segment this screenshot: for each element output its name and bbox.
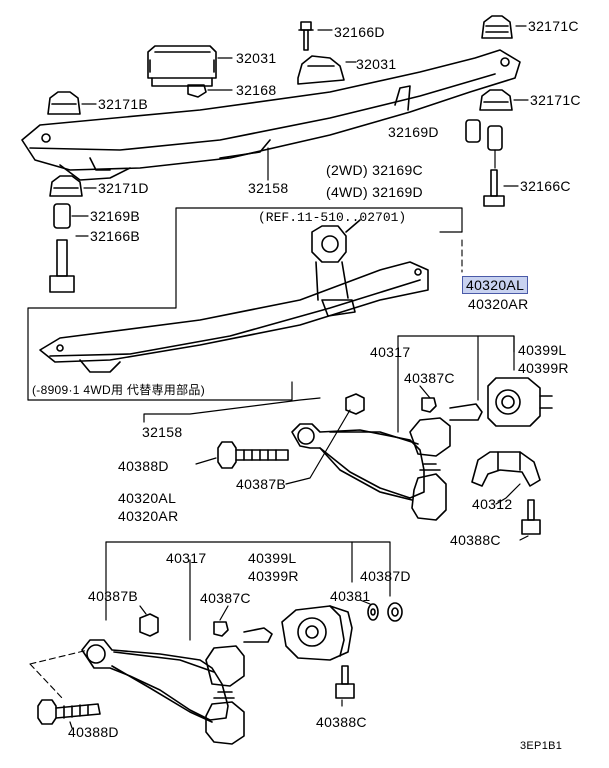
- part-40317-middle[interactable]: 40317: [370, 344, 411, 360]
- mount-32031-right: [297, 55, 345, 85]
- part-40388D-middle[interactable]: 40388D: [118, 458, 169, 474]
- part-32169B[interactable]: 32169B: [90, 208, 141, 224]
- part-40388D-bottom[interactable]: 40388D: [68, 724, 119, 740]
- part-32031-left[interactable]: 32031: [236, 50, 277, 66]
- upper-arm-middle: [217, 377, 553, 535]
- part-40387B-bottom[interactable]: 40387B: [88, 588, 139, 604]
- part-40399R-middle[interactable]: 40399R: [518, 360, 569, 376]
- crossmember-top: [21, 49, 521, 181]
- nut-32168: [187, 84, 207, 98]
- part-32169D[interactable]: 32169D: [388, 124, 439, 140]
- dashed-lines: [29, 239, 463, 701]
- part-32171D[interactable]: 32171D: [98, 180, 149, 196]
- part-40381[interactable]: 40381: [330, 588, 371, 604]
- part-40399L-middle[interactable]: 40399L: [518, 342, 567, 358]
- part-40320AR-bottom[interactable]: 40320AR: [118, 508, 179, 524]
- bushing-32171B: [47, 91, 81, 115]
- part-40399L-bottom[interactable]: 40399L: [248, 550, 297, 566]
- part-32171C-mid[interactable]: 32171C: [530, 92, 581, 108]
- bolt-32166B: [49, 239, 75, 293]
- sleeve-32169C: [487, 125, 503, 151]
- part-32166C[interactable]: 32166C: [520, 178, 571, 194]
- leader-lines-top: [71, 25, 529, 237]
- part-40399R-bottom[interactable]: 40399R: [248, 568, 299, 584]
- part-40387C-middle[interactable]: 40387C: [404, 370, 455, 386]
- crossmember-alt: [39, 219, 429, 373]
- part-32166B[interactable]: 32166B: [90, 228, 141, 244]
- sleeve-32169D: [465, 119, 481, 143]
- part-32031-right[interactable]: 32031: [356, 56, 397, 72]
- lower-arm-bottom: [37, 602, 403, 745]
- bushing-32171C-top: [481, 15, 513, 39]
- part-32169C-2wd[interactable]: (2WD) 32169C: [326, 162, 423, 178]
- alt-crossmember-box: [27, 207, 463, 401]
- part-40320AL-highlighted[interactable]: 40320AL: [462, 276, 529, 294]
- bolt-32166D: [298, 21, 314, 51]
- part-32171B[interactable]: 32171B: [98, 96, 149, 112]
- part-40387B-middle[interactable]: 40387B: [236, 476, 287, 492]
- part-32168[interactable]: 32168: [236, 82, 277, 98]
- bushing-32171C-mid: [479, 89, 513, 111]
- part-40320AL-bottom[interactable]: 40320AL: [118, 490, 177, 506]
- applicability-note: (-8909·1 4WD用 代替専用部品): [32, 383, 205, 397]
- sleeve-32169B: [53, 203, 71, 229]
- part-40317-bottom[interactable]: 40317: [166, 550, 207, 566]
- leader-lines-middle: [143, 335, 529, 541]
- mount-32031-left: [147, 45, 217, 87]
- part-32158-bottom[interactable]: 32158: [142, 424, 183, 440]
- bolt-32166C: [483, 169, 505, 207]
- leader-lines-bottom: [69, 541, 391, 729]
- bushing-32171D: [49, 175, 83, 197]
- part-32169D-4wd[interactable]: (4WD) 32169D: [326, 184, 423, 200]
- part-40388C-middle[interactable]: 40388C: [450, 532, 501, 548]
- part-40387C-bottom[interactable]: 40387C: [200, 590, 251, 606]
- reference-note: (REF.11-510..02701): [258, 210, 407, 225]
- part-32171C-top[interactable]: 32171C: [528, 18, 579, 34]
- part-40388C-bottom[interactable]: 40388C: [316, 714, 367, 730]
- diagram-code: 3EP1B1: [520, 740, 563, 752]
- part-40312[interactable]: 40312: [472, 496, 513, 512]
- part-40320AR-top[interactable]: 40320AR: [468, 296, 529, 312]
- part-40387D[interactable]: 40387D: [360, 568, 411, 584]
- part-32166D[interactable]: 32166D: [334, 24, 385, 40]
- part-32158-top[interactable]: 32158: [248, 180, 289, 196]
